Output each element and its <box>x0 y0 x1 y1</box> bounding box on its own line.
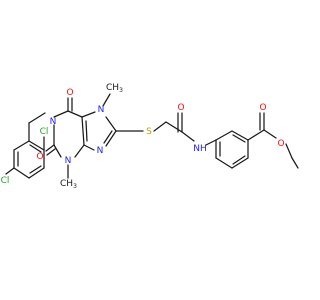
bond <box>165 121 183 133</box>
bond <box>231 130 249 141</box>
bond <box>205 139 217 146</box>
bond <box>28 167 45 179</box>
c2-oxygen-label: O <box>36 152 43 162</box>
amide-nh-label: NH <box>193 144 207 154</box>
bond <box>102 93 111 107</box>
n3-methyl-label: CH3 <box>60 179 77 190</box>
bond <box>215 157 233 169</box>
structure-diagram: Cl Cl O O N N N N CH3 CH3 S O NH O O <box>1 83 299 190</box>
bond <box>153 121 167 132</box>
bond <box>285 143 293 159</box>
bond <box>105 116 117 132</box>
n9-label: N <box>97 146 104 156</box>
c6-oxygen-label: O <box>66 88 73 98</box>
bond <box>29 165 42 174</box>
bond <box>28 112 46 124</box>
bond <box>67 110 83 118</box>
bond <box>247 129 265 141</box>
sulfur-label: S <box>146 127 152 137</box>
bond <box>85 120 88 142</box>
bond <box>29 144 42 153</box>
bond <box>232 155 246 165</box>
bond <box>81 116 85 146</box>
ester-carbonyl-oxygen-label: O <box>259 103 266 113</box>
atom-labels: Cl Cl O O N N N N CH3 CH3 S O NH O O <box>1 83 285 190</box>
cl-para-label: Cl <box>1 176 10 186</box>
bond <box>105 130 117 147</box>
bond <box>13 140 30 151</box>
bond <box>232 134 246 143</box>
bond <box>45 144 55 152</box>
n7-label: N <box>98 105 105 115</box>
n1-label: N <box>50 117 57 127</box>
bond <box>74 144 85 158</box>
bond <box>53 144 62 158</box>
bond <box>83 144 95 151</box>
bond <box>81 111 96 118</box>
cl-ortho-label: Cl <box>40 127 49 137</box>
bond <box>231 157 249 169</box>
bond <box>53 110 69 118</box>
ester-oxygen-label: O <box>277 139 284 149</box>
bonds <box>5 93 299 179</box>
bond <box>5 167 15 175</box>
n7-methyl-label: CH3 <box>106 83 123 94</box>
bond <box>215 130 233 141</box>
bond <box>263 129 277 139</box>
bond <box>28 140 45 151</box>
amide-oxygen-label: O <box>177 103 184 113</box>
bond <box>291 157 299 169</box>
bond <box>103 130 113 144</box>
bond <box>13 167 30 179</box>
molecule-canvas: Cl Cl O O N N N N CH3 CH3 S O NH O O <box>1 83 299 190</box>
bond <box>46 148 56 156</box>
bond <box>181 131 195 142</box>
n3-label: N <box>65 156 72 166</box>
